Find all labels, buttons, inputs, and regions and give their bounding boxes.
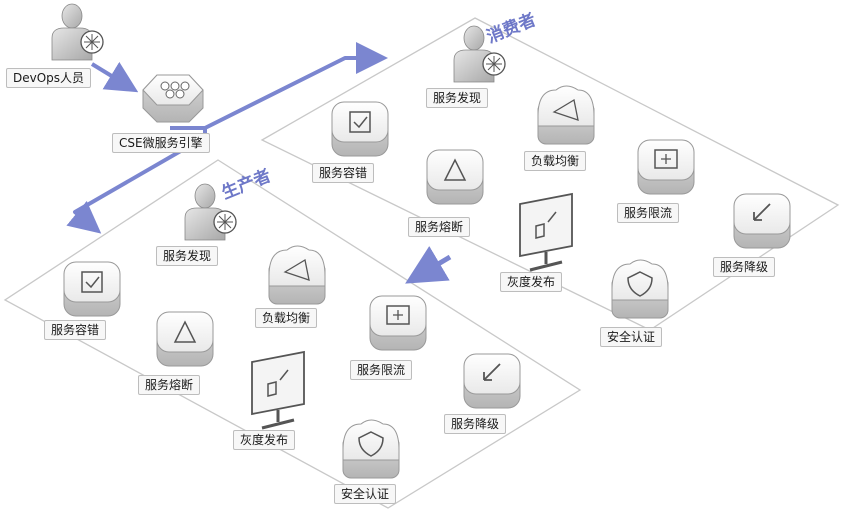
- producer-load-balance-label: 负载均衡: [255, 308, 318, 328]
- producer-discovery-person-icon: [184, 183, 237, 241]
- consumer-gray-release-label: 灰度发布: [500, 272, 563, 292]
- producer-fault-tolerance-label: 服务容错: [44, 320, 107, 340]
- producer-zone-outline: [3, 159, 582, 509]
- consumer-discovery-label: 服务发现: [426, 88, 489, 108]
- consumer-discovery-person-icon: [453, 25, 506, 83]
- producer-degrade-label: 服务降级: [444, 414, 507, 434]
- producer-rate-limit-label: 服务限流: [350, 360, 413, 380]
- consumer-load-balance-icon: [537, 85, 595, 145]
- consumer-degrade-label: 服务降级: [713, 257, 776, 277]
- cse-engine-label: CSE微服务引擎: [112, 133, 210, 153]
- consumer-to-producer-arrow: [405, 246, 452, 284]
- consumer-auth-label: 安全认证: [600, 327, 663, 347]
- producer-gray-release-icon: [251, 350, 305, 430]
- consumer-load-balance-label: 负载均衡: [524, 151, 587, 171]
- consumer-circuit-breaker-icon: [426, 149, 484, 205]
- consumer-auth-icon: [611, 259, 669, 319]
- devops-to-cse-arrow: [90, 61, 139, 93]
- consumer-fault-tolerance-icon: [331, 101, 389, 157]
- devops-label: DevOps人员: [6, 68, 92, 88]
- producer-load-balance-icon: [268, 245, 326, 305]
- consumer-gray-release-icon: [519, 192, 573, 272]
- cse-engine-icon: [142, 74, 204, 123]
- consumer-fault-tolerance-label: 服务容错: [312, 163, 375, 183]
- producer-auth-icon: [342, 419, 400, 479]
- producer-rate-limit-icon: [369, 295, 427, 351]
- consumer-circuit-breaker-label: 服务熔断: [408, 217, 471, 237]
- consumer-rate-limit-label: 服务限流: [617, 203, 680, 223]
- producer-circuit-breaker-icon: [156, 311, 214, 367]
- connector-arrow-producer: [66, 200, 102, 234]
- producer-auth-label: 安全认证: [334, 484, 397, 504]
- consumer-degrade-icon: [733, 193, 791, 249]
- producer-gray-release-label: 灰度发布: [233, 430, 296, 450]
- producer-circuit-breaker-label: 服务熔断: [138, 375, 201, 395]
- consumer-rate-limit-icon: [637, 139, 695, 195]
- devops-person-icon: [51, 3, 104, 61]
- producer-discovery-label: 服务发现: [156, 246, 219, 266]
- producer-degrade-icon: [463, 353, 521, 409]
- producer-fault-tolerance-icon: [63, 261, 121, 317]
